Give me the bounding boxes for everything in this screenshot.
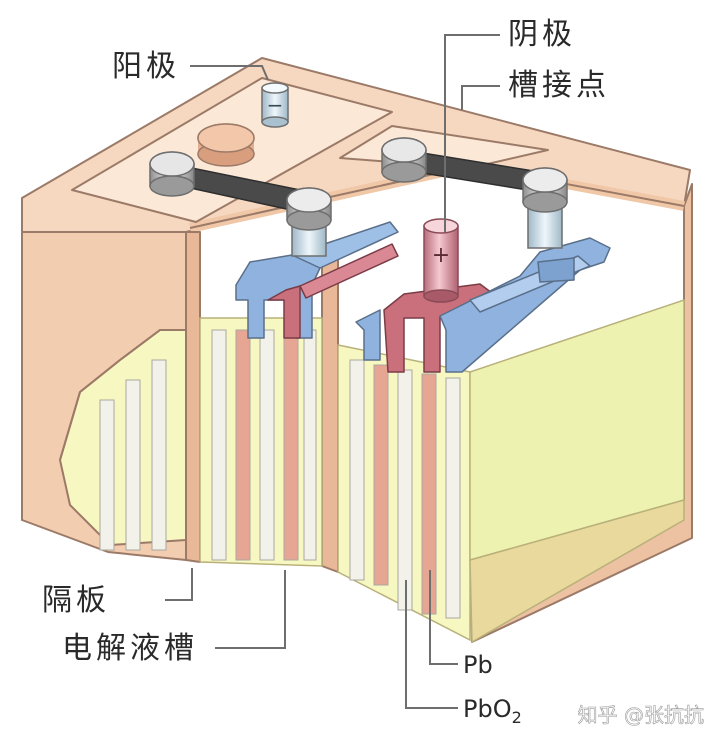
- label-cathode: 阴极: [508, 17, 576, 52]
- label-pbo2-subscript: 2: [512, 708, 522, 727]
- label-separator: 隔板: [42, 583, 110, 618]
- label-pb: Pb: [463, 651, 493, 679]
- label-cell-contact: 槽接点: [508, 68, 610, 103]
- leader-lines: [165, 34, 500, 709]
- label-pbo2: PbO2: [463, 695, 522, 727]
- plate-straps: [235, 221, 611, 373]
- minus-sign: −: [267, 93, 284, 117]
- label-pbo2-base: PbO: [463, 695, 512, 723]
- plus-sign: +: [432, 243, 450, 268]
- label-electrolyte-cell: 电解液槽: [62, 631, 198, 666]
- watermark-text: 知乎 @张抗抗: [578, 703, 704, 727]
- cell-plates: [99, 329, 461, 619]
- terminal-posts: [149, 82, 568, 303]
- label-anode: 阳极: [112, 49, 180, 84]
